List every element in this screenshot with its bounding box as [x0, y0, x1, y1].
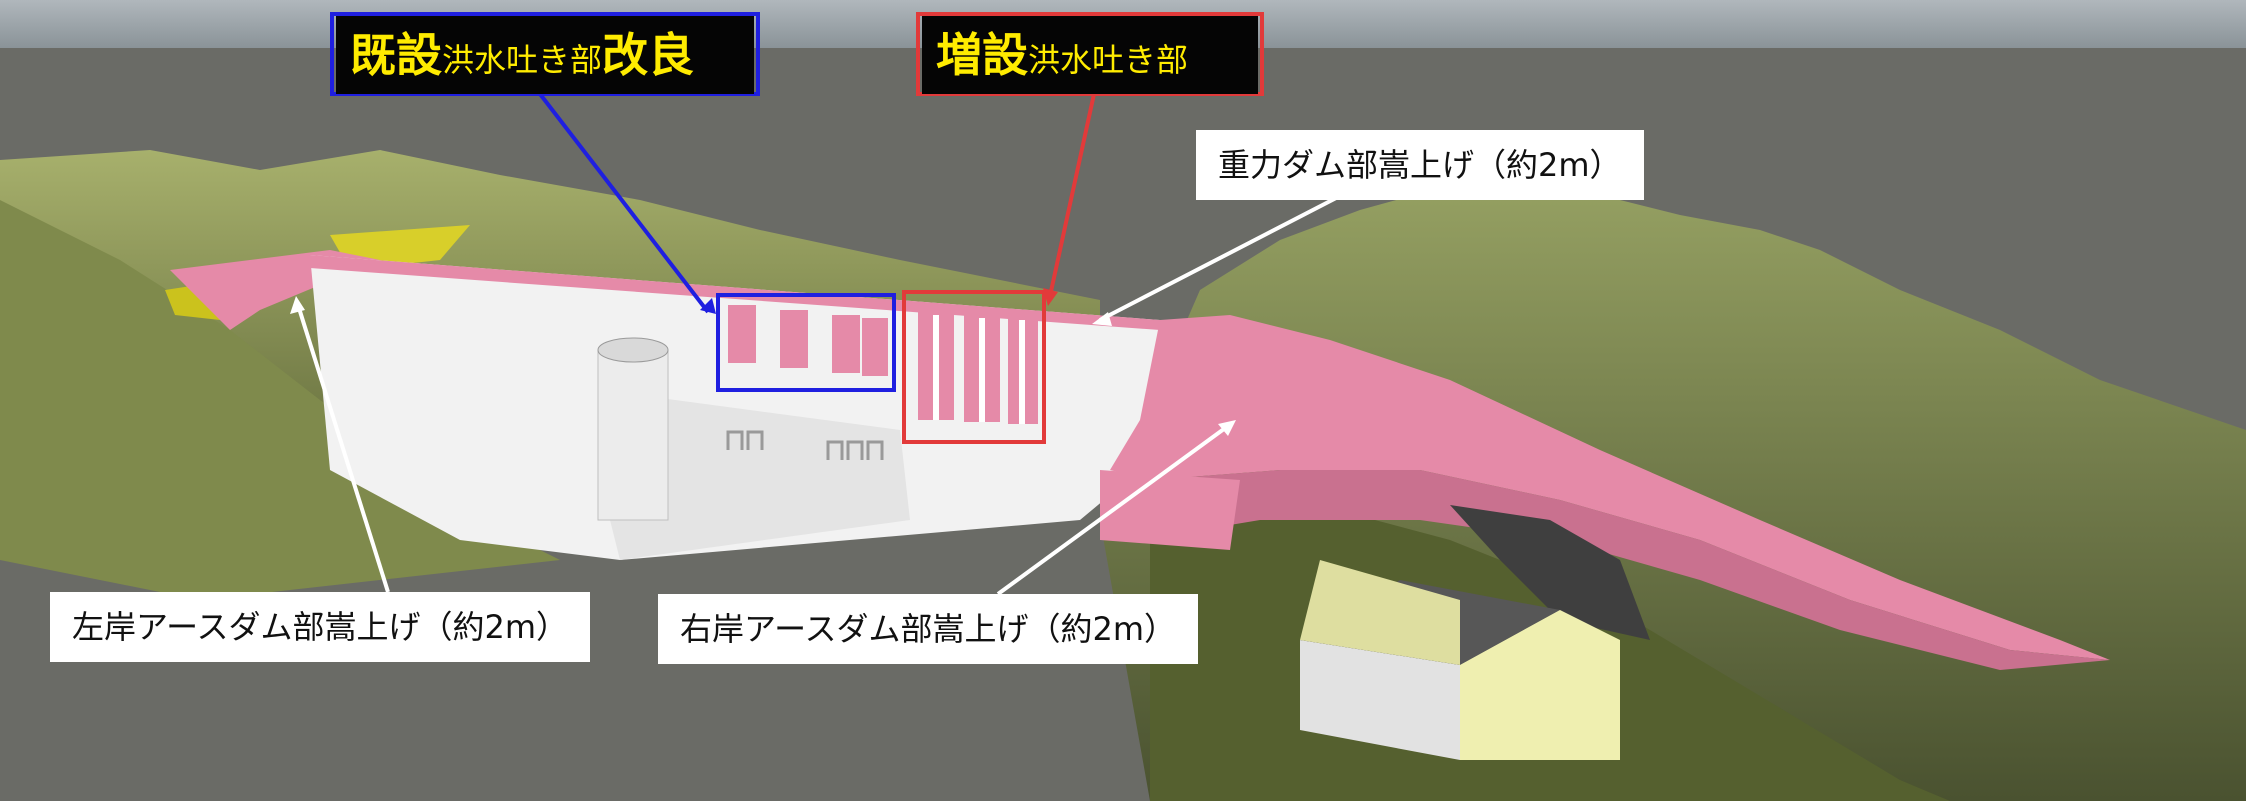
new-spillway-gates	[918, 310, 1038, 424]
building-wall	[1460, 610, 1620, 760]
building-front	[1300, 640, 1460, 760]
outlet-details	[726, 430, 884, 460]
new-leader-line	[1048, 93, 1096, 297]
right-leader-arrow	[1218, 420, 1236, 436]
new-label-part2: 洪水吐き部	[1028, 41, 1189, 79]
existing-leader-arrow	[700, 298, 716, 314]
existing-spillway-highlight	[716, 293, 896, 392]
gravity-leader-line	[1099, 194, 1341, 322]
right-earth-dam	[1110, 315, 2110, 660]
left-earth-dam-callout: 左岸アースダム部嵩上げ（約2m）	[50, 592, 591, 662]
new-label-part1: 増設	[936, 28, 1028, 82]
gravity-dam-callout: 重力ダム部嵩上げ（約2m）	[1196, 130, 1644, 200]
existing-label-part3: 改良	[602, 28, 695, 82]
left-leader-arrow	[290, 296, 305, 314]
existing-callout-frame	[330, 12, 760, 96]
dam-shade	[600, 390, 910, 560]
new-spillway-highlight	[902, 290, 1046, 444]
new-callout-frame	[916, 12, 1264, 96]
existing-label-part1: 既設	[350, 28, 442, 82]
gravity-leader-arrow	[1092, 312, 1112, 326]
existing-leader-line	[538, 92, 710, 314]
right-earth-dam-callout: 右岸アースダム部嵩上げ（約2m）	[658, 594, 1199, 664]
existing-spillway-callout: 既設洪水吐き部改良	[336, 16, 754, 94]
right-earth-dam-slope	[1140, 470, 2110, 670]
intake-tower	[597, 349, 669, 521]
intake-tower-top	[597, 337, 669, 363]
right-abutment	[1100, 470, 1240, 550]
road	[1450, 505, 1650, 640]
new-spillway-callout: 増設洪水吐き部	[922, 16, 1258, 94]
left-leader-line	[296, 304, 390, 593]
new-leader-arrow	[1043, 288, 1058, 306]
building-upper	[1300, 560, 1460, 665]
right-leader-line	[996, 424, 1230, 596]
existing-spillway-gates	[728, 305, 888, 376]
existing-label-part2: 洪水吐き部	[442, 41, 603, 79]
